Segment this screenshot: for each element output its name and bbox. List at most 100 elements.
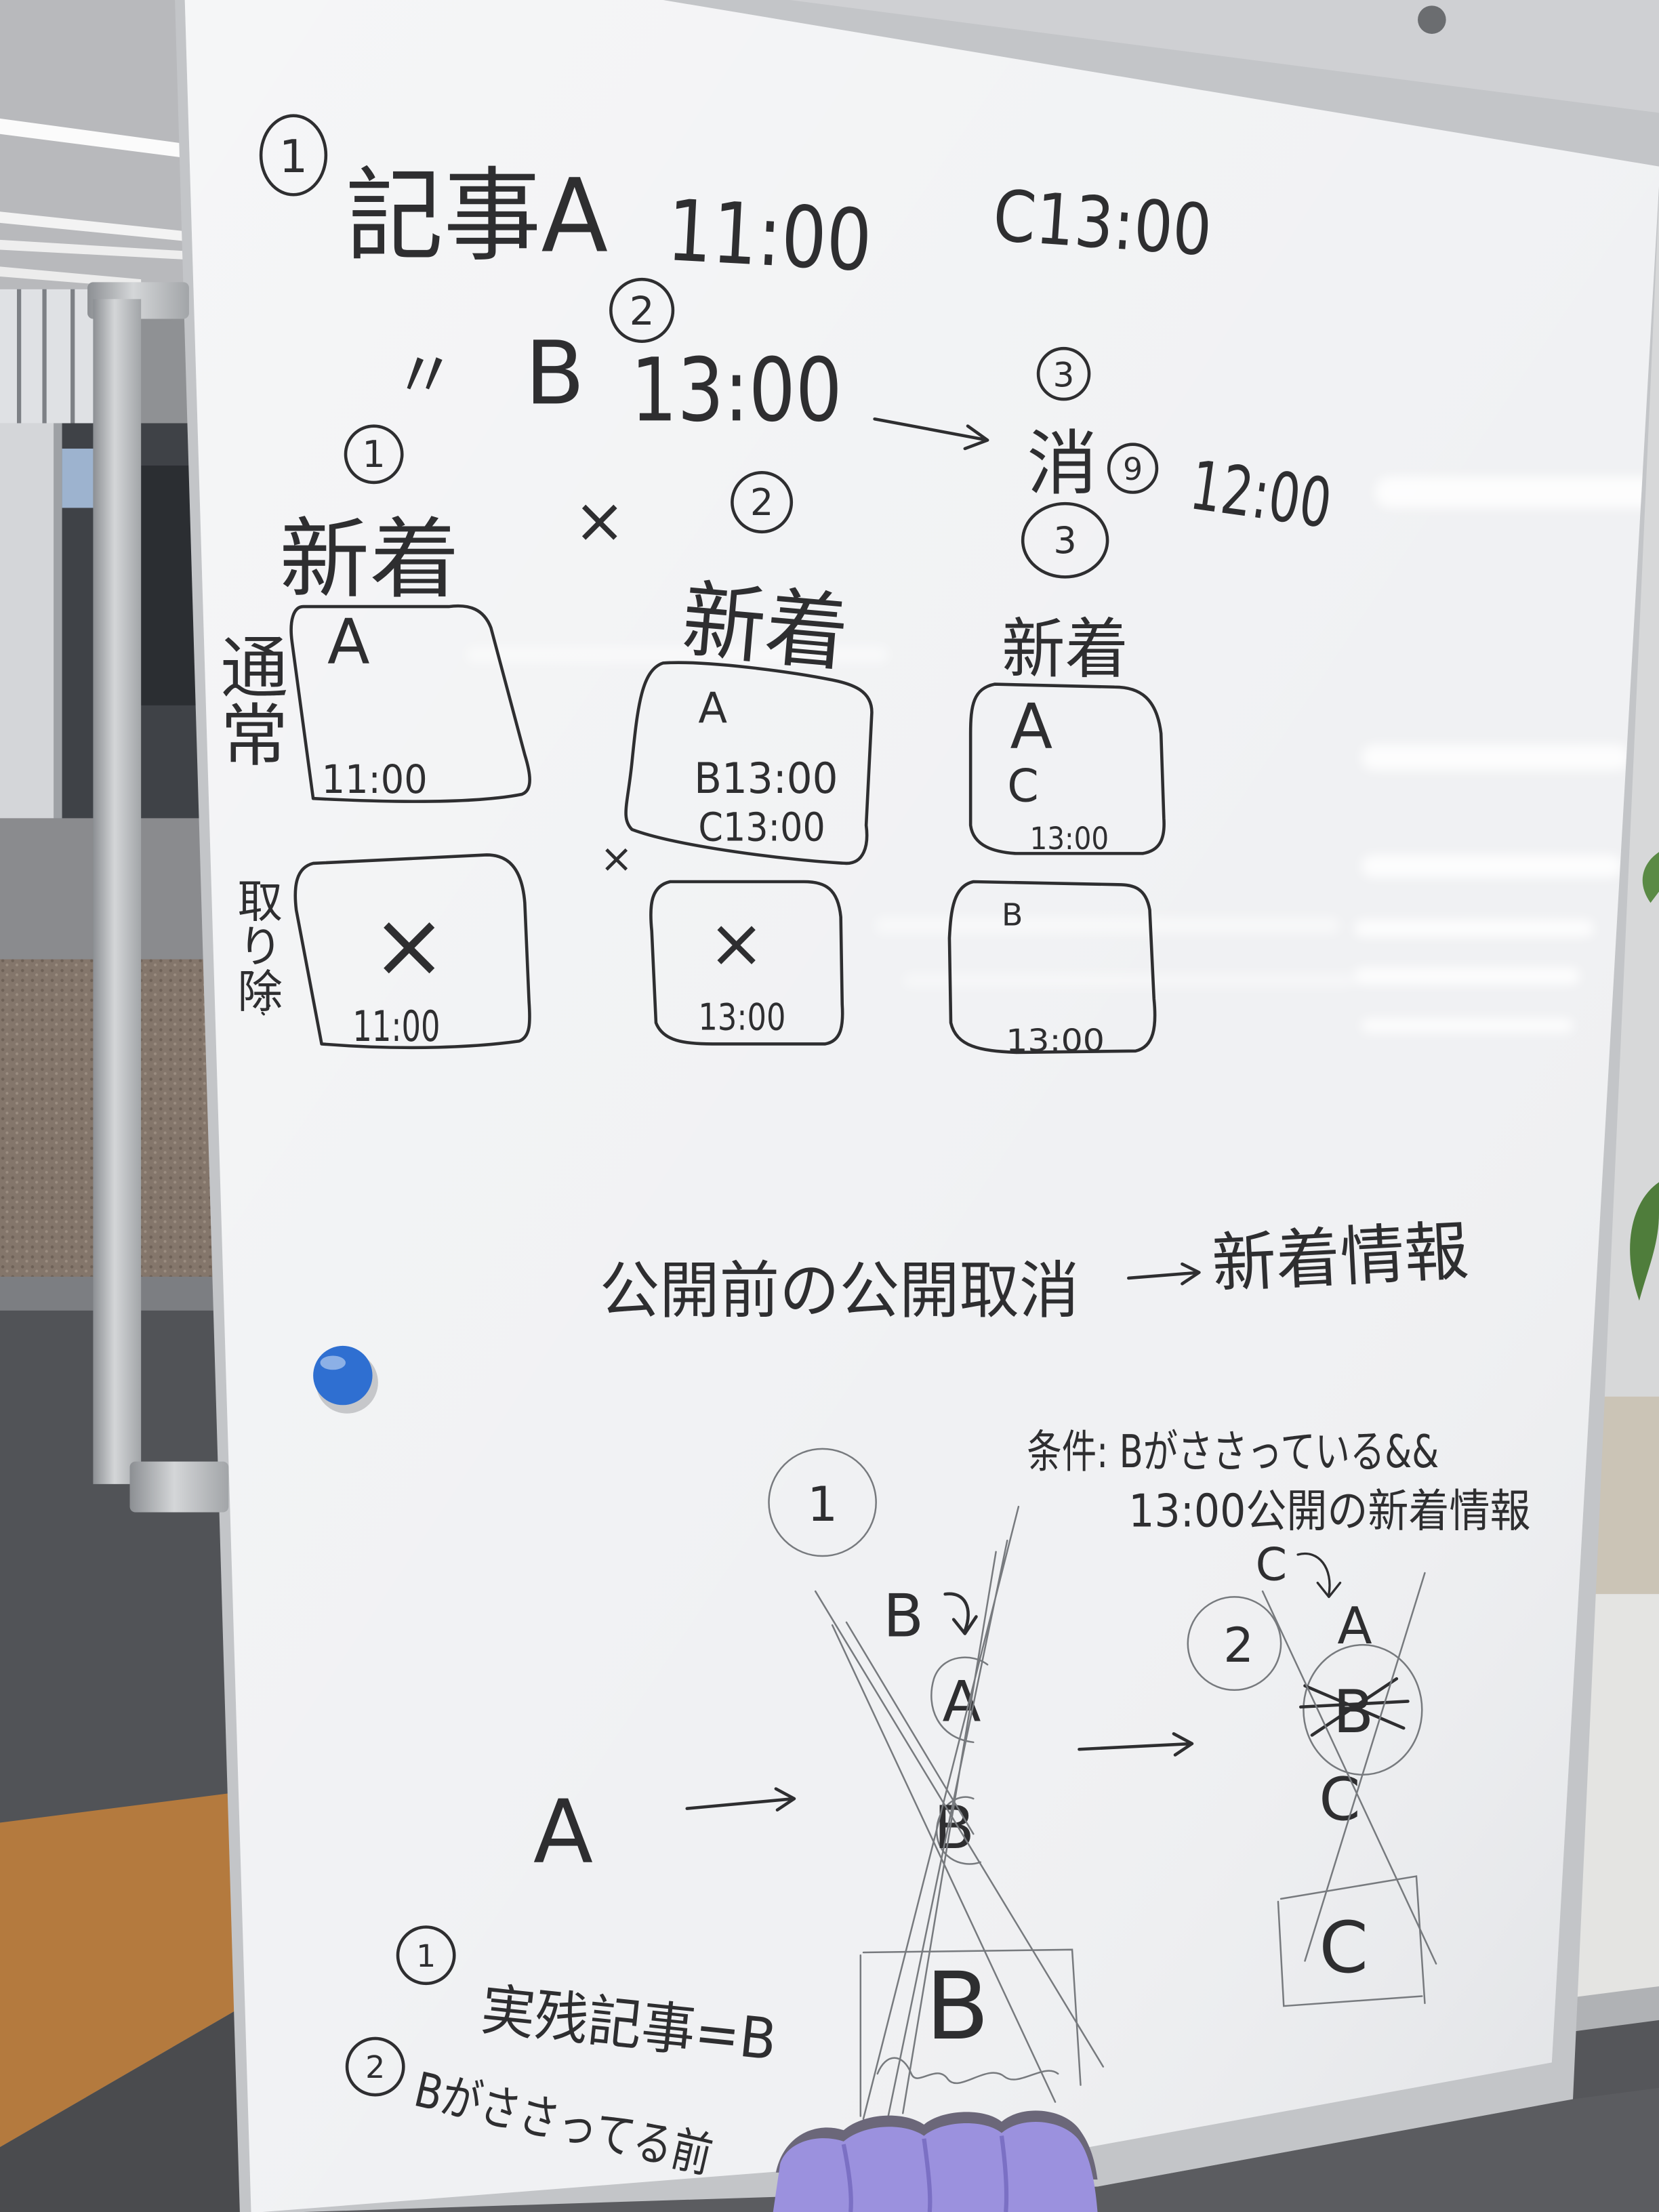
circled-number bbox=[1021, 501, 1109, 579]
diagram-step-2: 2 C A B C C bbox=[1187, 1538, 1437, 2007]
column-heading: 新着 bbox=[279, 509, 459, 611]
curved-arrow bbox=[1296, 1552, 1342, 1599]
box-line: B13:00 bbox=[694, 754, 838, 803]
strike-lines bbox=[814, 1505, 1105, 2129]
start-item: A bbox=[533, 1782, 593, 1883]
stand-pole bbox=[87, 282, 229, 1513]
reflection-streak bbox=[1361, 745, 1630, 771]
column-1-header: 1 新着 bbox=[279, 424, 460, 611]
condition-line: 条件: Bがささっている&& bbox=[1027, 1425, 1439, 1478]
circled-number-text: 1 bbox=[807, 1476, 838, 1532]
whiteboard-shading bbox=[184, 0, 1659, 2212]
box-time: 13:00 bbox=[1030, 820, 1109, 857]
box-outline bbox=[293, 853, 531, 1050]
incoming-item: C bbox=[1256, 1538, 1288, 1591]
magnet-highlight bbox=[320, 1355, 346, 1370]
circled-number bbox=[609, 277, 675, 344]
row-label-normal: 通常 bbox=[209, 632, 288, 768]
office-furniture bbox=[141, 465, 198, 705]
box-line: A bbox=[698, 683, 727, 733]
pole bbox=[93, 299, 142, 1484]
cancel-note: 公開前の公開取消 新着情報 bbox=[600, 1213, 1471, 1327]
box-time: 11:00 bbox=[352, 1002, 440, 1051]
column-heading: 新着 bbox=[678, 571, 853, 684]
line-article-a: 1 記事A 11:00 bbox=[259, 114, 874, 291]
circled-number-text: 2 bbox=[365, 2049, 385, 2085]
note-left: 公開前の公開取消 bbox=[600, 1254, 1080, 1327]
box-line: A bbox=[327, 605, 370, 678]
diagram-start: A bbox=[533, 1782, 796, 1883]
box-item: B bbox=[926, 1952, 989, 2061]
reflection-streak bbox=[874, 917, 1340, 935]
partition-panel-edge bbox=[54, 423, 62, 825]
item-circle bbox=[930, 1656, 989, 1744]
circled-number-text: 9 bbox=[1123, 451, 1143, 487]
delete-label: 消 bbox=[1027, 422, 1097, 505]
frame-bolt bbox=[1418, 5, 1446, 34]
circled-number-text: 3 bbox=[1053, 355, 1075, 394]
curved-arrow bbox=[943, 1592, 978, 1635]
line-article-b: 2 〃 B 13:00 bbox=[392, 277, 989, 451]
eraser-grooves bbox=[841, 2135, 1009, 2212]
box-outline bbox=[968, 682, 1166, 855]
window-frame bbox=[70, 289, 75, 428]
window bbox=[0, 289, 99, 428]
column-1-normal-box: A 11:00 bbox=[289, 604, 531, 803]
arrow bbox=[685, 1787, 796, 1812]
eraser-body bbox=[773, 2122, 1098, 2212]
dots bbox=[261, 994, 271, 1016]
row-label-removed: 取り除 bbox=[230, 878, 283, 1013]
light-reflections bbox=[465, 476, 1659, 1033]
article-a-label: 記事A bbox=[346, 158, 608, 276]
circled-number-text: 1 bbox=[362, 433, 385, 476]
reflection-streak bbox=[903, 973, 1355, 988]
diagram-step-1: 1 B A B B bbox=[768, 1448, 1105, 2129]
box-outline bbox=[947, 880, 1157, 1054]
circled-number bbox=[259, 114, 328, 197]
circled-number bbox=[345, 2036, 405, 2097]
pole-bottom-bracket bbox=[129, 1461, 229, 1513]
box-time: 13:00 bbox=[1006, 1022, 1105, 1059]
window-frame bbox=[42, 289, 47, 428]
condition-note: 条件: Bがささっている&& 13:00公開の新着情報 bbox=[1027, 1425, 1530, 1537]
circled-number-text: 3 bbox=[1053, 519, 1076, 562]
column-3-header: 3 新着 bbox=[1002, 501, 1128, 687]
floor-dark bbox=[0, 2003, 257, 2212]
column-2-removed-box: × 13:00 bbox=[649, 880, 844, 1046]
magnet-body bbox=[313, 1345, 373, 1406]
article-b-label: B bbox=[525, 323, 585, 424]
plant-leaf bbox=[1630, 1182, 1659, 1301]
box-outline bbox=[649, 880, 844, 1046]
box-line: C13:00 bbox=[698, 804, 825, 851]
circled-number bbox=[396, 1925, 456, 1986]
box-outline bbox=[859, 1948, 1082, 2117]
circled-number bbox=[1187, 1596, 1282, 1692]
eraser bbox=[773, 2110, 1098, 2212]
box-mark: × bbox=[371, 893, 447, 998]
cross-mark: × bbox=[573, 484, 626, 556]
plant-leaf bbox=[1642, 852, 1659, 903]
condition-line: 13:00公開の新着情報 bbox=[1128, 1484, 1530, 1537]
article-a-time: 11:00 bbox=[665, 182, 874, 291]
window-frame bbox=[16, 289, 22, 428]
box-time: 11:00 bbox=[322, 756, 428, 802]
reflection-streak bbox=[1361, 855, 1622, 878]
arrow bbox=[1078, 1732, 1194, 1757]
ditto-mark: 〃 bbox=[392, 337, 457, 413]
magnet bbox=[313, 1345, 378, 1414]
circled-number bbox=[731, 471, 794, 534]
column-1-removed-box: × 11:00 bbox=[293, 853, 531, 1051]
reflection-streak bbox=[1354, 968, 1580, 985]
article-c-time: C13:00 bbox=[991, 174, 1214, 272]
circled-number bbox=[768, 1448, 877, 1557]
box-item: C bbox=[1319, 1906, 1368, 1989]
box-mark: × bbox=[708, 903, 765, 983]
reflection-streak bbox=[465, 646, 889, 663]
circled-number-text: 2 bbox=[750, 481, 773, 524]
reflection-streak bbox=[1361, 1018, 1574, 1033]
circled-number bbox=[1107, 443, 1159, 494]
floor-bottom bbox=[282, 2087, 1659, 2212]
note-right: 新着情報 bbox=[1210, 1213, 1471, 1303]
circled-number-text: 2 bbox=[1223, 1617, 1254, 1673]
